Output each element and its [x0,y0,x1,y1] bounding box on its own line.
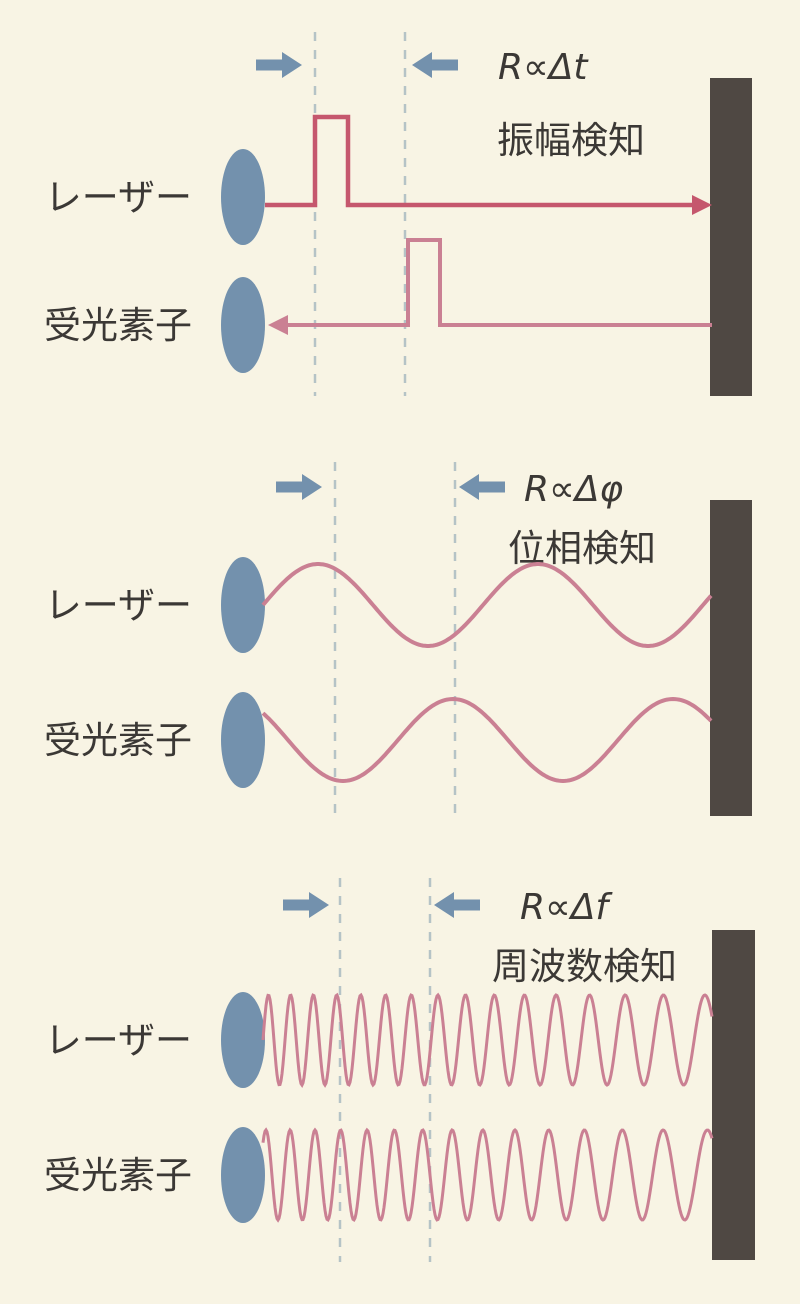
return-pulse-arrowhead-icon [268,315,288,335]
panel-frequency-detection: R∝Δf 周波数検知 レーザー 受光素子 [44,878,755,1262]
formula-delta-f: R∝Δf [520,887,613,928]
received-chirp-wave [261,1127,714,1223]
target-wall [710,500,752,816]
target-wall [712,930,755,1260]
delta-right-arrow-icon [276,474,322,500]
received-sine-wave [261,696,713,784]
outgoing-pulse-waveform [265,114,694,208]
outgoing-pulse-arrowhead-icon [692,195,712,215]
delta-left-arrow-icon [412,52,458,78]
laser-source [221,557,265,653]
laser-label: レーザー [45,1019,192,1062]
detector-label: 受光素子 [44,304,192,347]
target-wall [710,78,752,396]
laser-label: レーザー [45,176,192,219]
photodetector [221,1127,265,1223]
photodetector [221,277,265,373]
laser-source [221,149,265,245]
emitted-sine-wave [261,562,713,648]
delta-left-arrow-icon [434,892,480,918]
panel-time-of-flight: R∝Δt 振幅検知 レーザー 受光素子 [44,32,752,396]
formula-delta-phi: R∝Δφ [524,469,623,510]
laser-source [221,992,265,1088]
photodetector [221,692,265,788]
delta-right-arrow-icon [256,52,302,78]
method-label-frequency: 周波数検知 [492,945,677,988]
emitted-chirp-wave [261,992,714,1088]
panel-phase-detection: R∝Δφ 位相検知 レーザー 受光素子 [44,462,752,816]
detector-label: 受光素子 [44,719,192,762]
delta-left-arrow-icon [459,474,505,500]
return-pulse-waveform [286,238,712,327]
delta-right-arrow-icon [283,892,329,918]
laser-label: レーザー [45,584,192,627]
formula-delta-t: R∝Δt [498,47,589,88]
method-label-amplitude: 振幅検知 [497,119,645,162]
detector-label: 受光素子 [44,1154,192,1197]
